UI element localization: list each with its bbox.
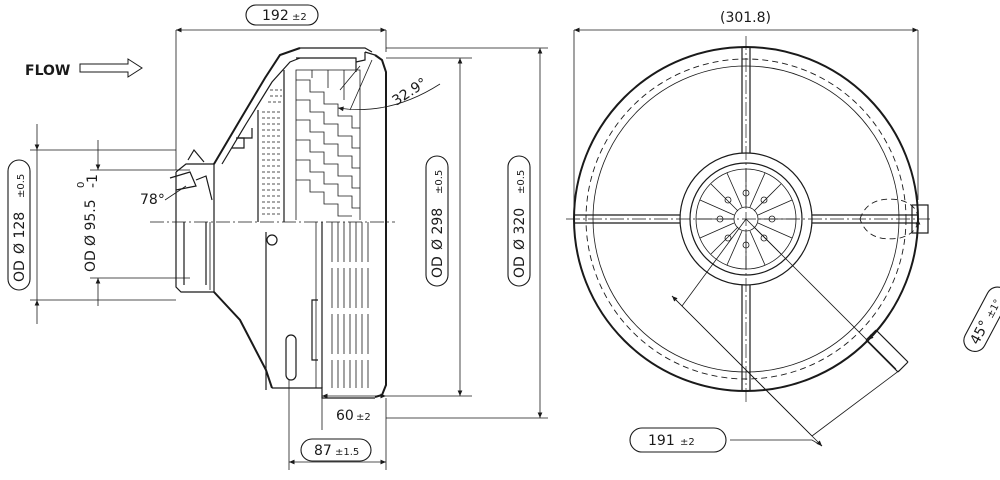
- dim-192-tol: ±2: [292, 12, 307, 23]
- flow-label: FLOW: [25, 63, 70, 79]
- od-95-label: OD Ø 95.5 0 -1: [76, 174, 101, 272]
- flow-arrow-icon: [79, 58, 143, 78]
- dim-60-value: 60: [336, 408, 354, 424]
- od-95-tol-lower: -1: [85, 174, 101, 188]
- od-320-prefix: OD: [512, 256, 528, 278]
- od-95-tol-upper: 0: [76, 182, 87, 188]
- side-view: 192 ±2: [30, 4, 548, 470]
- dim-87-box: [300, 438, 372, 462]
- dim-87-value: 87: [314, 443, 332, 459]
- drain-slot: [285, 334, 297, 381]
- od-298-prefix: OD: [430, 256, 446, 278]
- core-hatch: [295, 69, 361, 220]
- angled-outlet: [865, 329, 909, 373]
- od-128-tol: ±0.5: [16, 174, 27, 198]
- radius-191-tol: ±2: [680, 437, 695, 448]
- dim-87-tol: ±1.5: [335, 447, 359, 458]
- od-298-label: OD Ø 298 ±0.5: [425, 155, 449, 287]
- perforated-pipe: [257, 70, 285, 246]
- cone-shell: [213, 47, 301, 165]
- body-right-rim: [374, 54, 387, 398]
- od-298-value: Ø 298: [430, 208, 446, 250]
- od-128-value: Ø 128: [12, 212, 28, 254]
- od-95-prefix: OD: [83, 250, 99, 272]
- od-298-tol: ±0.5: [434, 170, 445, 194]
- od-95-value: Ø 95.5: [83, 199, 99, 246]
- angle-32-label: 32.9°: [389, 75, 430, 109]
- radius-191-box: [629, 427, 727, 453]
- angle-45-label: 45° ±1°: [963, 286, 1000, 353]
- end-view: [566, 27, 930, 447]
- od-320-value: Ø 320: [512, 208, 528, 250]
- dim-60-tol: ±2: [356, 412, 371, 423]
- angle-32-value: 32.9°: [389, 75, 430, 109]
- dim-192-box: [245, 4, 319, 26]
- diameter-ref-label: (301.8): [720, 10, 771, 26]
- radius-191-value: 191: [648, 433, 675, 449]
- od-320-label: OD Ø 320 ±0.5: [507, 155, 531, 287]
- od-128-prefix: OD: [12, 260, 28, 282]
- od-320-tol: ±0.5: [516, 170, 527, 194]
- od-128-label: OD Ø 128 ±0.5: [7, 159, 31, 291]
- angle-78-label: 78°: [140, 192, 165, 208]
- dim-192-value: 192: [262, 8, 289, 24]
- body-ribs: [331, 222, 369, 388]
